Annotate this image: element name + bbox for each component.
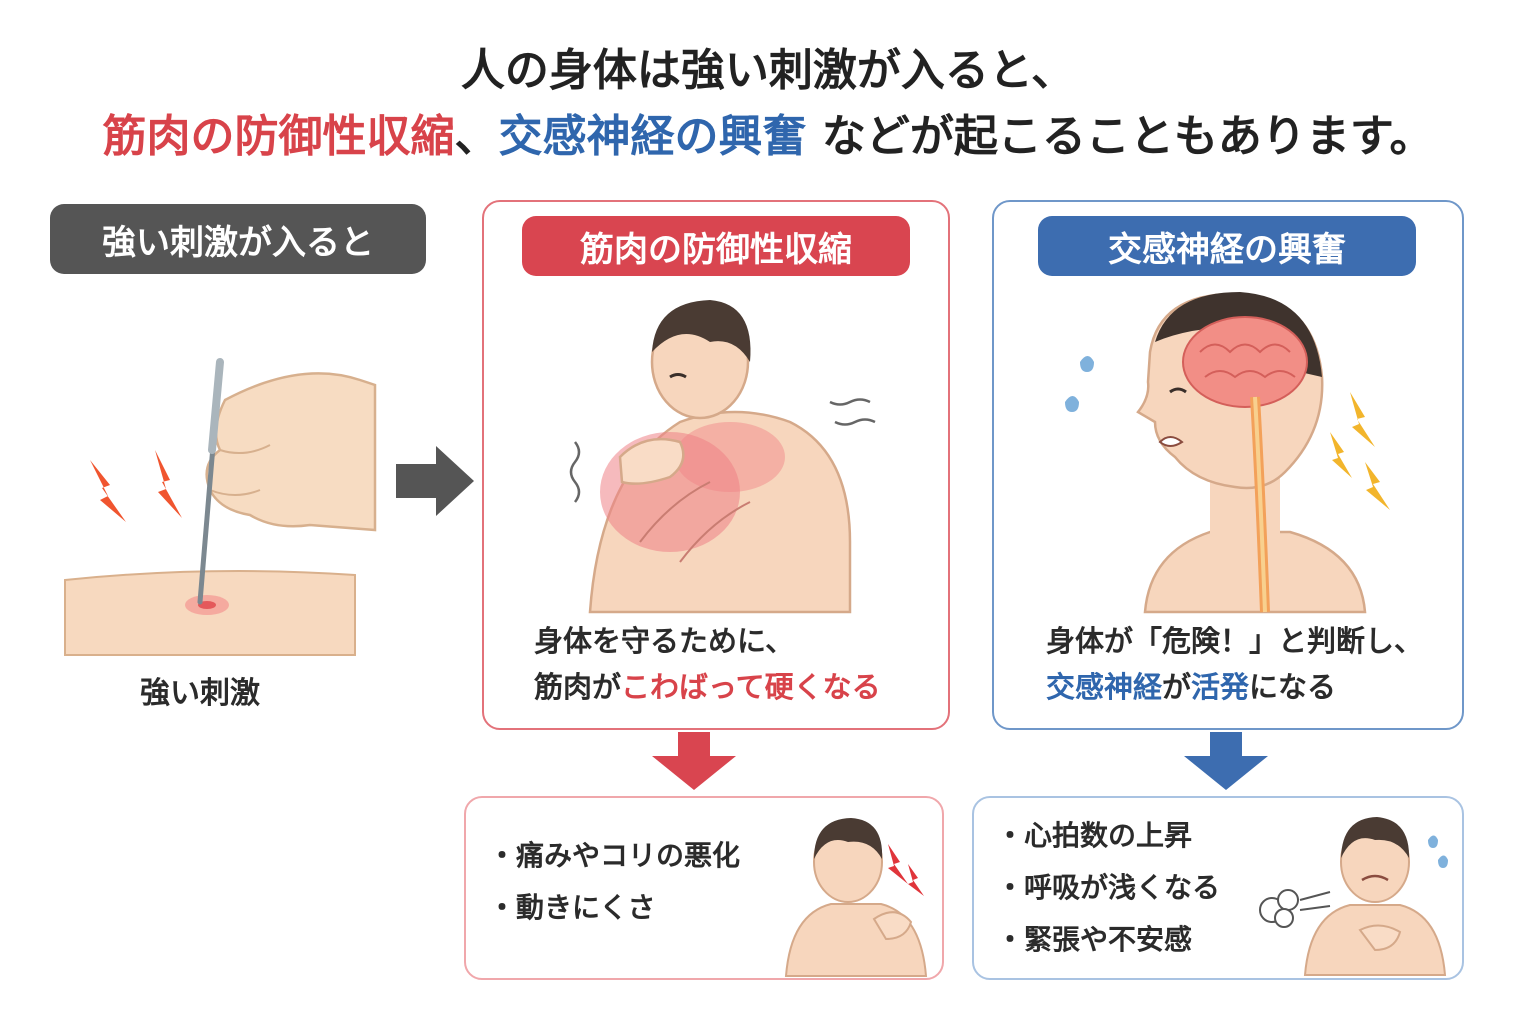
list-item: ・痛みやコリの悪化: [488, 839, 741, 872]
sympathetic-excitation-header: 交感神経の興奮: [1038, 216, 1416, 276]
brain-spine-illustration: [1065, 292, 1390, 614]
muscle-desc-line-1: 身体を守るために、: [534, 624, 795, 658]
title-rest: などが起こることもあります。: [806, 111, 1434, 162]
sympathetic-desc-line-1: 身体が「危険！」と判断し、: [1046, 624, 1424, 658]
muscle-desc-highlight: こわばって硬くなる: [621, 670, 881, 704]
muscle-desc-line-2: 筋肉がこわばって硬くなる: [534, 664, 881, 710]
muscle-description: 身体を守るために、 筋肉がこわばって硬くなる: [534, 618, 881, 710]
sympathetic-desc-mid: が: [1162, 670, 1192, 704]
list-item: ・心拍数の上昇: [996, 819, 1193, 852]
needle-stimulus-illustration: [64, 358, 377, 656]
title-line-1: 人の身体は強い刺激が入ると、: [460, 45, 1076, 96]
muscle-contraction-header: 筋肉の防御性収縮: [522, 216, 910, 276]
list-item: ・呼吸が浅くなる: [996, 871, 1221, 904]
arrow-down-icon-red: [652, 732, 736, 790]
sympathetic-desc-line-2: 交感神経が活発になる: [1046, 664, 1423, 710]
sympathetic-description: 身体が「危険！」と判断し、 交感神経が活発になる: [1046, 618, 1423, 710]
sympathetic-desc-suffix: になる: [1249, 670, 1337, 704]
title-line-2: 筋肉の防御性収縮、交感神経の興奮 などが起こることもあります。: [0, 100, 1536, 164]
arrow-down-icon-blue: [1184, 732, 1268, 790]
list-item: ・動きにくさ: [488, 891, 656, 924]
stimulus-caption: 強い刺激: [140, 676, 260, 711]
muscle-effects-list: ・痛みやコリの悪化 ・動きにくさ: [488, 830, 740, 934]
muscle-desc-prefix: 筋肉が: [534, 670, 622, 704]
anxious-person-illustration: [1259, 817, 1448, 976]
title-separator: 、: [454, 111, 499, 162]
list-item: ・緊張や不安感: [996, 923, 1193, 956]
sympathetic-effects-list: ・心拍数の上昇 ・呼吸が浅くなる ・緊張や不安感: [996, 810, 1220, 966]
sympathetic-desc-highlight-1: 交感神経: [1046, 670, 1163, 704]
sympathetic-desc-highlight-2: 活発: [1191, 670, 1250, 704]
shoulder-tension-illustration: [569, 300, 876, 614]
shoulder-pain-person-illustration: [784, 818, 928, 977]
arrow-right-icon: [396, 446, 474, 516]
title-muscle-term: 筋肉の防御性収縮: [102, 111, 455, 162]
title-sympathetic-term: 交感神経の興奮: [498, 111, 807, 162]
stimulus-header: 強い刺激が入ると: [50, 204, 426, 274]
